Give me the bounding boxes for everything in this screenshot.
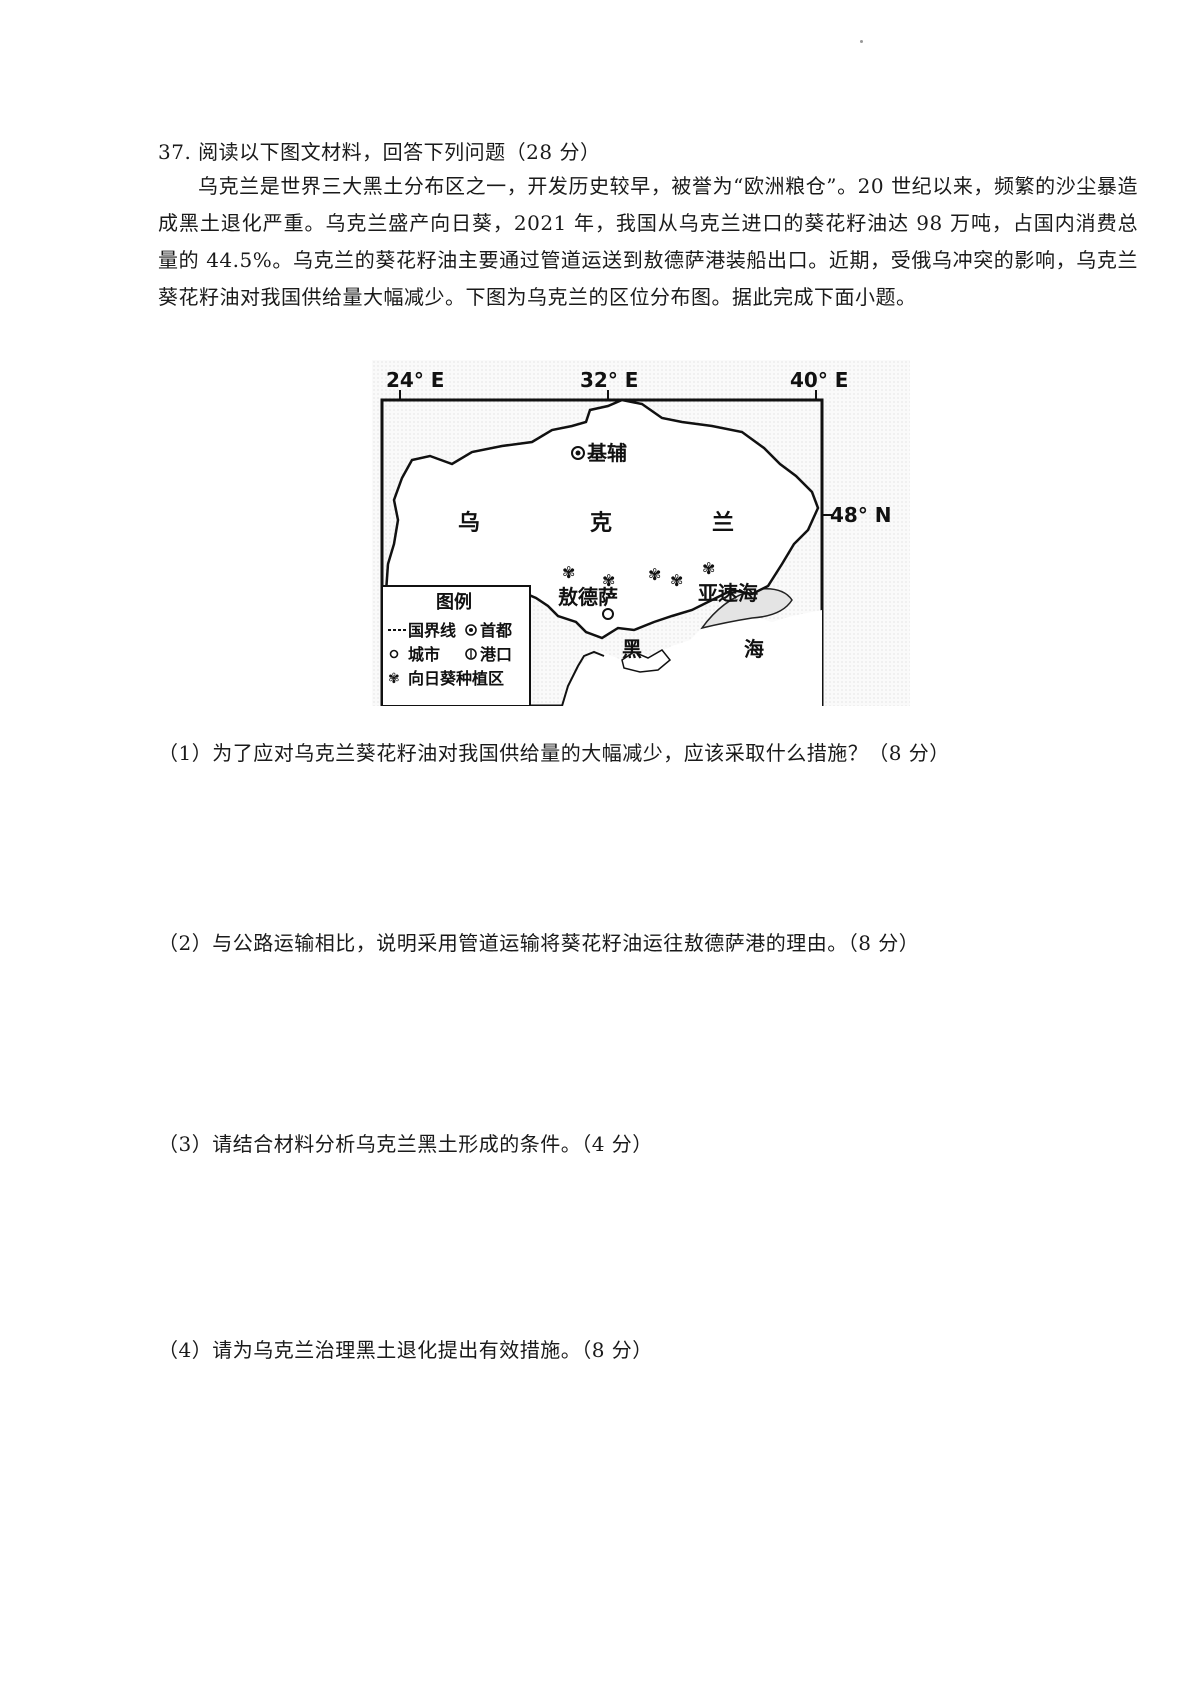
subquestion-2: （2）与公路运输相比，说明采用管道运输将葵花籽油运往敖德萨港的理由。（8 分） (158, 931, 920, 955)
legend-sunflower: 向日葵种植区 (408, 669, 504, 688)
legend-capital: 首都 (480, 621, 512, 640)
sunflower-icon: ✾ (562, 563, 575, 582)
lon-label-24: 24° E (386, 368, 444, 392)
capital-label: 基辅 (587, 441, 627, 465)
lat-label-48: 48° N (830, 503, 892, 527)
azov-sea-area (700, 588, 793, 630)
city-label-odesa: 敖德萨 (558, 585, 618, 609)
country-char-1: 乌 (458, 510, 480, 536)
legend-title: 图例 (436, 591, 472, 613)
subquestion-1: （1）为了应对乌克兰葵花籽油对我国供给量的大幅减少，应该采取什么措施？（8 分） (158, 741, 950, 765)
ukraine-map: 24° E 32° E 40° E 48° N 基辅 乌 克 兰 ✾ ✾ (372, 360, 910, 706)
country-char-2: 克 (590, 510, 612, 536)
scan-dot (860, 40, 863, 43)
sunflower-markers: ✾ ✾ ✾ ✾ ✾ (562, 559, 715, 590)
legend-port: 港口 (480, 645, 512, 664)
black-sea-area (562, 610, 822, 706)
question-paragraph: 乌克兰是世界三大黑土分布区之一，开发历史较早，被誉为“欧洲粮仓”。20 世纪以来… (158, 174, 1138, 309)
country-char-3: 兰 (712, 510, 734, 536)
sunflower-icon: ✾ (702, 559, 715, 578)
sunflower-icon: ✾ (388, 671, 400, 687)
port-marker (602, 608, 614, 620)
map-legend: 图例 国界线 首都 城市 港口 ✾ 向日葵种植区 (381, 585, 531, 706)
map-frame (380, 398, 824, 706)
lon-label-32: 32° E (580, 368, 638, 392)
azov-sea-label: 亚速海 (698, 581, 758, 605)
city-icon (389, 649, 399, 659)
sunflower-icon: ✾ (670, 571, 683, 590)
black-sea-char-2: 海 (744, 637, 764, 661)
legend-border: 国界线 (408, 621, 456, 640)
lon-label-40: 40° E (790, 368, 848, 392)
question-title: 37. 阅读以下图文材料，回答下列问题（28 分） (158, 140, 601, 164)
subquestion-3: （3）请结合材料分析乌克兰黑土形成的条件。（4 分） (158, 1132, 653, 1156)
black-sea-char-1: 黑 (622, 637, 642, 661)
sunflower-icon: ✾ (648, 565, 661, 584)
sunflower-icon: ✾ (602, 571, 615, 590)
legend-city: 城市 (408, 645, 440, 664)
subquestion-4: （4）请为乌克兰治理黑土退化提出有效措施。（8 分） (158, 1338, 653, 1362)
